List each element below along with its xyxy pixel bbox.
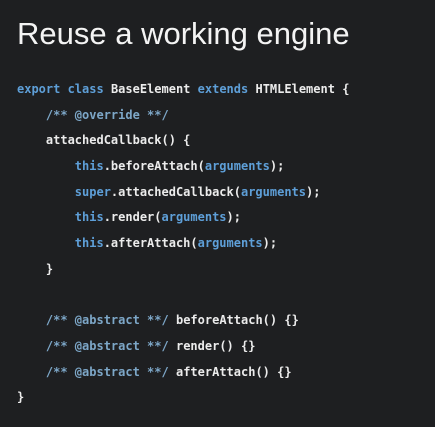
call-close: ); (269, 159, 285, 174)
code-line-before-attach-call: this.beforeAttach(arguments); (17, 154, 349, 180)
call-close: ); (262, 236, 278, 251)
keyword-arguments: arguments (197, 236, 263, 251)
code-line-override-comment: /** @override **/ (17, 103, 349, 129)
method-signature: attachedCallback() { (45, 133, 191, 148)
keyword-arguments: arguments (240, 184, 306, 199)
keyword-extends: extends (197, 82, 249, 96)
keyword-arguments: arguments (204, 159, 270, 174)
call-text: .beforeAttach( (103, 159, 205, 174)
call-text: .afterAttach( (103, 236, 198, 251)
base-class-name: HTMLElement (255, 82, 335, 96)
call-text: .attachedCallback( (110, 184, 241, 199)
call-close: ); (226, 210, 241, 225)
keyword-this: this (74, 236, 104, 251)
keyword-export-class: export class (17, 82, 104, 96)
close-brace: } (45, 261, 54, 276)
abstract-comment: /** @abstract **/ (45, 338, 169, 353)
code-line-super-call: super.attachedCallback(arguments); (17, 180, 349, 206)
open-brace: { (342, 82, 350, 96)
code-block: export class BaseElement extends HTMLEle… (17, 77, 349, 411)
keyword-arguments: arguments (161, 210, 227, 225)
code-line-before-attach-abstract: /** @abstract **/ beforeAttach() {} (17, 308, 349, 334)
abstract-comment: /** @abstract **/ (45, 364, 169, 379)
call-text: .render( (103, 210, 162, 225)
code-line-render-call: this.render(arguments); (17, 205, 349, 231)
code-line-render-abstract: /** @abstract **/ render() {} (17, 334, 349, 360)
code-line-method-close: } (17, 257, 349, 283)
keyword-super: super (74, 184, 111, 199)
keyword-this: this (74, 159, 104, 174)
method-stub: afterAttach() {} (175, 364, 292, 379)
method-stub: beforeAttach() {} (175, 313, 299, 328)
code-line-after-attach-call: this.afterAttach(arguments); (17, 231, 349, 257)
method-stub: render() {} (175, 338, 256, 353)
code-line-attached-callback: attachedCallback() { (17, 128, 349, 154)
class-name: BaseElement (110, 82, 191, 96)
code-line-class-declaration: export class BaseElement extends HTMLEle… (17, 77, 349, 103)
code-line-blank (17, 283, 349, 309)
call-close: ); (306, 184, 321, 199)
abstract-comment: /** @abstract **/ (45, 313, 169, 328)
slide-title: Reuse a working engine (17, 16, 350, 51)
code-line-after-attach-abstract: /** @abstract **/ afterAttach() {} (17, 360, 349, 386)
override-comment: /** @override **/ (45, 107, 169, 122)
class-close-brace: } (17, 390, 25, 405)
keyword-this: this (74, 210, 104, 225)
code-line-class-close: } (17, 385, 349, 411)
